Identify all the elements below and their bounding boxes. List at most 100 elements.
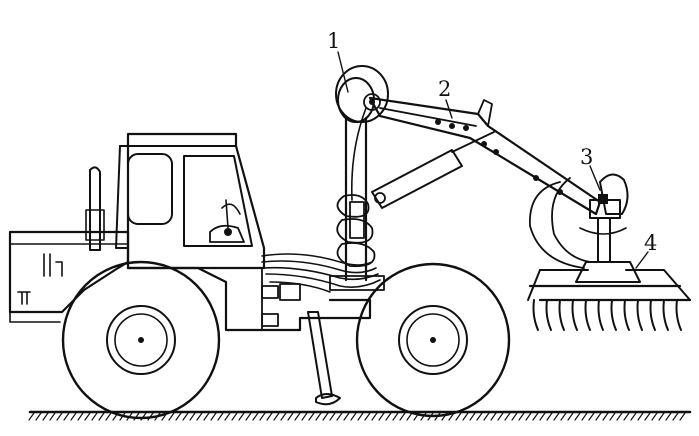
ground-hatch-mark bbox=[679, 412, 686, 421]
tractor-body bbox=[8, 132, 372, 332]
ground-hatch-mark bbox=[637, 412, 644, 421]
ground-hatch-mark bbox=[525, 412, 532, 421]
ground-hatch-mark bbox=[392, 412, 399, 421]
rake-tine bbox=[623, 299, 630, 331]
ground-hatch-mark bbox=[308, 412, 315, 421]
callout-2: 2 bbox=[438, 77, 451, 101]
ground-hatch-mark bbox=[280, 412, 287, 421]
ground-hatch-mark bbox=[476, 412, 483, 421]
ground-hatch-mark bbox=[203, 412, 210, 421]
ground-hatch-mark bbox=[560, 412, 567, 421]
ground-hatch-mark bbox=[210, 412, 217, 421]
ground-hatch-mark bbox=[371, 412, 378, 421]
ground-hatch-mark bbox=[385, 412, 392, 421]
ground-hatch-mark bbox=[175, 412, 182, 421]
ground-hatch-mark bbox=[63, 412, 70, 421]
ground-hatch-mark bbox=[483, 412, 490, 421]
rake-tine bbox=[558, 299, 565, 331]
ground-hatch-mark bbox=[490, 412, 497, 421]
callout-leaders bbox=[337, 51, 649, 269]
ground-hatch-mark bbox=[588, 412, 595, 421]
ground-hatch-mark bbox=[315, 412, 322, 421]
ground-hatch-mark bbox=[546, 412, 553, 421]
ground-hatch-mark bbox=[350, 412, 357, 421]
ground-hatch-mark bbox=[28, 412, 35, 421]
ground-hatch-mark bbox=[539, 412, 546, 421]
front-wheel bbox=[355, 262, 511, 418]
ground-hatch-mark bbox=[301, 412, 308, 421]
ground-hatch-mark bbox=[91, 412, 98, 421]
ground-hatch-mark bbox=[672, 412, 679, 421]
ground-hatch-mark bbox=[336, 412, 343, 421]
ground-hatch-mark bbox=[245, 412, 252, 421]
rake-tine bbox=[662, 299, 669, 331]
ground-hatch-mark bbox=[609, 412, 616, 421]
rake-tine bbox=[571, 299, 578, 331]
ground-hatch-mark bbox=[462, 412, 469, 421]
ground-hatch-mark bbox=[217, 412, 224, 421]
ground-hatch-mark bbox=[616, 412, 623, 421]
ground-hatch-mark bbox=[259, 412, 266, 421]
ground-hatch-mark bbox=[224, 412, 231, 421]
ground-hatch-mark bbox=[504, 412, 511, 421]
ground-hatch-mark bbox=[399, 412, 406, 421]
callout-3: 3 bbox=[580, 145, 593, 169]
ground-hatch-mark bbox=[322, 412, 329, 421]
rake-grapple bbox=[527, 261, 692, 331]
ground-hatch-mark bbox=[574, 412, 581, 421]
ground-hatch-mark bbox=[35, 412, 42, 421]
ground-hatch-mark bbox=[602, 412, 609, 421]
rake-tine bbox=[545, 299, 552, 331]
rake-tine bbox=[636, 299, 643, 331]
boom-arm bbox=[350, 96, 602, 269]
ground-hatch-mark bbox=[84, 412, 91, 421]
ground-hatch-mark bbox=[70, 412, 77, 421]
rotator bbox=[579, 173, 629, 263]
ground-hatch-mark bbox=[406, 412, 413, 421]
stabilizer-leg bbox=[307, 311, 341, 406]
callout-1: 1 bbox=[327, 29, 340, 53]
ground-hatch-mark bbox=[511, 412, 518, 421]
rake-tines bbox=[532, 299, 682, 331]
ground-hatch-mark bbox=[105, 412, 112, 421]
ground-hatch-mark bbox=[595, 412, 602, 421]
ground-hatch-mark bbox=[168, 412, 175, 421]
ground-hatch-mark bbox=[518, 412, 525, 421]
ground-hatch-mark bbox=[581, 412, 588, 421]
ground-hatch-mark bbox=[630, 412, 637, 421]
rake-tine bbox=[610, 299, 617, 331]
rake-tine bbox=[532, 299, 539, 331]
ground-hatch-mark bbox=[231, 412, 238, 421]
ground-hatch-mark bbox=[98, 412, 105, 421]
ground-hatch-mark bbox=[364, 412, 371, 421]
callout-4: 4 bbox=[644, 231, 657, 255]
ground-hatch-mark bbox=[182, 412, 189, 421]
ground-hatch-mark bbox=[77, 412, 84, 421]
rear-wheel bbox=[61, 260, 221, 420]
ground-hatch-mark bbox=[658, 412, 665, 421]
ground-hatch-mark bbox=[294, 412, 301, 421]
ground-hatch-mark bbox=[56, 412, 63, 421]
ground-hatch-mark bbox=[357, 412, 364, 421]
ground-hatch-mark bbox=[343, 412, 350, 421]
ground-hatch-mark bbox=[42, 412, 49, 421]
ground-hatch-mark bbox=[329, 412, 336, 421]
ground-hatch-mark bbox=[644, 412, 651, 421]
rake-tine bbox=[675, 299, 682, 331]
ground-hatch-mark bbox=[287, 412, 294, 421]
ground-hatch-mark bbox=[623, 412, 630, 421]
ground-hatch-mark bbox=[238, 412, 245, 421]
ground-hatch-mark bbox=[665, 412, 672, 421]
ground-hatch-mark bbox=[532, 412, 539, 421]
ground-hatch-mark bbox=[273, 412, 280, 421]
ground-hatch-mark bbox=[651, 412, 658, 421]
rake-tine bbox=[649, 299, 656, 331]
ground-hatch-mark bbox=[497, 412, 504, 421]
rake-tine bbox=[584, 299, 591, 331]
ground-hatch-mark bbox=[553, 412, 560, 421]
ground-hatch-mark bbox=[567, 412, 574, 421]
rake-tine bbox=[597, 299, 604, 331]
ground-hatch-mark bbox=[266, 412, 273, 421]
lift-cylinder bbox=[371, 131, 495, 209]
